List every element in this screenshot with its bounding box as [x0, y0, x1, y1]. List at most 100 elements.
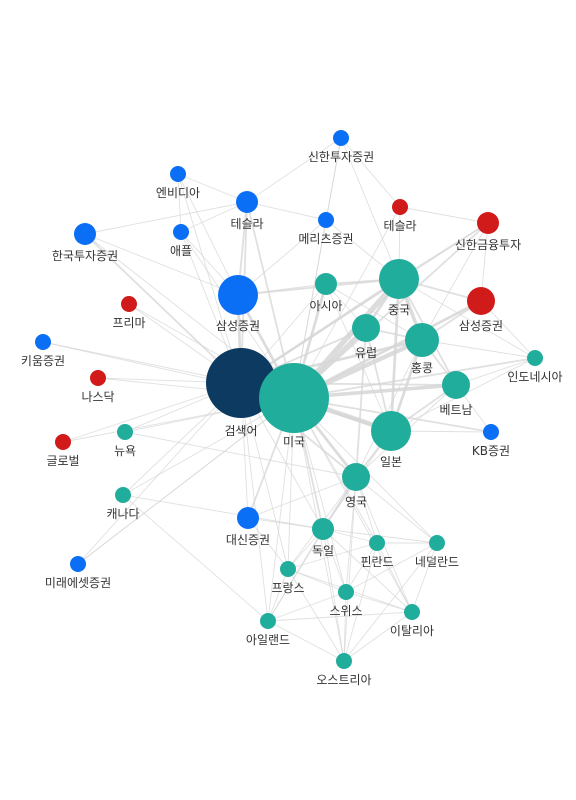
node-china[interactable]	[379, 259, 419, 299]
node-indonesia[interactable]	[527, 350, 543, 366]
node-austria[interactable]	[336, 653, 352, 669]
edge-daishin-uk	[247, 476, 357, 519]
node-usa[interactable]	[259, 363, 329, 433]
node-label-mirae: 미래에셋증권	[45, 576, 111, 590]
edge-usa-shinhan-fin	[293, 222, 489, 399]
edge-usa-indonesia	[293, 357, 536, 399]
edge-hongkong-indonesia	[421, 339, 536, 359]
edge-finland-austria	[343, 542, 378, 662]
node-tesla-red[interactable]	[392, 199, 408, 215]
node-germany[interactable]	[312, 518, 334, 540]
node-label-samsung-red: 삼성증권	[459, 319, 503, 333]
edge-swiss-italy	[345, 591, 413, 613]
node-label-shinhan-invest: 신한투자증권	[308, 150, 374, 164]
edge-germany-austria	[322, 528, 345, 662]
node-vietnam[interactable]	[442, 371, 470, 399]
node-envidia[interactable]	[170, 166, 186, 182]
node-netherlands[interactable]	[429, 535, 445, 551]
node-label-global: 글로벌	[46, 454, 79, 468]
node-label-kiwoom: 키움증권	[21, 354, 65, 368]
node-label-kb: KB증권	[472, 444, 510, 458]
edge-france-swiss	[287, 568, 347, 593]
edge-europe-uk	[355, 327, 367, 478]
node-mirae[interactable]	[70, 556, 86, 572]
edge-italy-austria	[343, 611, 413, 662]
node-uk[interactable]	[342, 463, 370, 491]
node-shinhan-invest[interactable]	[333, 130, 349, 146]
node-label-vietnam: 베트남	[439, 403, 472, 417]
edge-finland-italy	[376, 542, 413, 613]
edge-uk-austria	[343, 476, 357, 662]
node-meritz[interactable]	[318, 212, 334, 228]
node-label-usa: 미국	[283, 435, 305, 449]
node-tesla-blue[interactable]	[236, 191, 258, 213]
node-kb[interactable]	[483, 424, 499, 440]
edge-usa-italy	[293, 397, 413, 613]
node-kiwoom[interactable]	[35, 334, 51, 350]
node-canada[interactable]	[115, 487, 131, 503]
node-shinhan-fin[interactable]	[477, 212, 499, 234]
node-search-term[interactable]	[206, 348, 276, 418]
node-italy[interactable]	[404, 604, 420, 620]
node-global[interactable]	[55, 434, 71, 450]
edge-uk-netherlands	[355, 476, 438, 544]
node-label-uk: 영국	[345, 495, 367, 509]
node-europe[interactable]	[352, 314, 380, 342]
node-swiss[interactable]	[338, 584, 354, 600]
node-label-italy: 이탈리아	[390, 624, 434, 638]
edge-usa-ireland	[267, 397, 295, 622]
node-samsung-red[interactable]	[467, 287, 495, 315]
edge-samsung-blue-korea-invest	[84, 233, 239, 296]
edge-germany-italy	[322, 528, 413, 613]
node-newyork[interactable]	[117, 424, 133, 440]
node-label-netherlands: 네덜란드	[415, 555, 459, 569]
edge-korea-invest-tesla-blue	[84, 201, 248, 235]
node-nasdaq[interactable]	[90, 370, 106, 386]
edge-asia-japan	[325, 283, 392, 432]
node-daishin[interactable]	[237, 507, 259, 529]
node-ireland[interactable]	[260, 613, 276, 629]
edge-tesla-blue-meritz	[246, 201, 327, 221]
edge-germany-ireland	[267, 528, 324, 622]
node-finland[interactable]	[369, 535, 385, 551]
node-label-nasdaq: 나스닥	[81, 390, 114, 404]
node-samsung-blue[interactable]	[218, 275, 258, 315]
node-label-finland: 핀란드	[360, 555, 393, 569]
node-label-newyork: 뉴욕	[114, 444, 136, 458]
edge-ireland-austria	[267, 620, 345, 662]
node-prima[interactable]	[121, 296, 137, 312]
node-asia[interactable]	[315, 273, 337, 295]
edge-china-japan	[389, 277, 401, 433]
edge-finland-swiss	[345, 542, 378, 593]
edge-hongkong-shinhan-fin	[421, 222, 489, 341]
node-label-search-term: 검색어	[224, 424, 257, 438]
node-label-envidia: 엔비디아	[156, 186, 200, 200]
edge-china-indonesia	[398, 278, 536, 359]
edge-netherlands-italy	[411, 542, 438, 613]
edge-china-shinhan-invest	[340, 137, 400, 280]
node-label-tesla-blue: 테슬라	[230, 217, 263, 231]
node-label-hongkong: 홍콩	[411, 361, 433, 375]
node-japan[interactable]	[371, 411, 411, 451]
node-label-prima: 프리마	[112, 316, 145, 330]
node-france[interactable]	[280, 561, 296, 577]
node-label-europe: 유럽	[355, 346, 377, 360]
node-label-swiss: 스위스	[329, 604, 362, 618]
node-label-apple: 애플	[170, 244, 192, 258]
node-label-france: 프랑스	[271, 581, 304, 595]
edge-asia-hongkong	[325, 283, 423, 341]
node-korea-invest[interactable]	[74, 223, 96, 245]
edge-netherlands-swiss	[345, 542, 438, 593]
nodes-layer	[35, 130, 543, 669]
node-hongkong[interactable]	[405, 323, 439, 357]
node-apple[interactable]	[173, 224, 189, 240]
node-label-tesla-red: 테슬라	[383, 219, 416, 233]
edge-search-term-korea-invest	[84, 233, 242, 384]
edge-tesla-blue-envidia	[177, 173, 248, 203]
edge-shinhan-fin-tesla-red	[399, 206, 489, 224]
node-label-korea-invest: 한국투자증권	[52, 249, 118, 263]
node-label-japan: 일본	[380, 455, 402, 469]
node-label-ireland: 아일랜드	[246, 633, 290, 647]
edge-newyork-uk	[124, 431, 357, 478]
